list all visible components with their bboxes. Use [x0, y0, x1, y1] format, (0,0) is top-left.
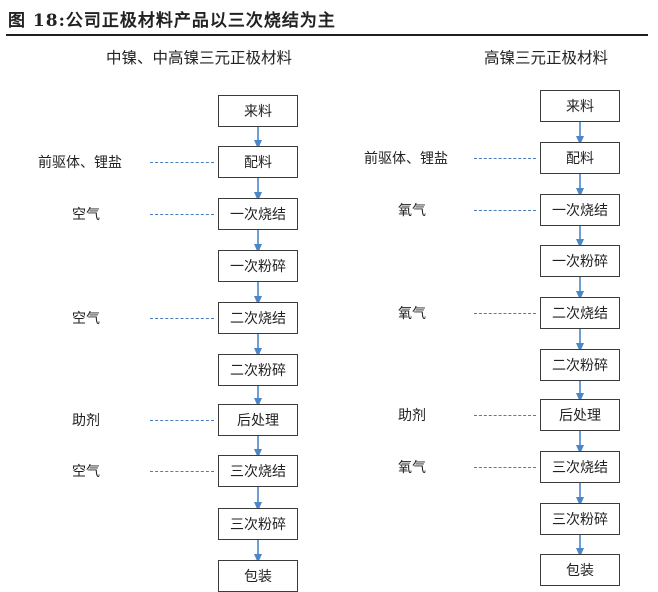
left-input-label: 空气: [72, 207, 100, 223]
right-input-label: 氧气: [398, 306, 426, 322]
left-step-box: 二次粉碎: [218, 354, 298, 386]
right-step-box: 包装: [540, 554, 620, 586]
right-step-box: 二次烧结: [540, 297, 620, 329]
right-input-connector: [474, 158, 536, 159]
left-column-title: 中镍、中高镍三元正极材料: [106, 49, 293, 67]
left-step-box: 一次粉碎: [218, 250, 298, 282]
right-step-box: 三次粉碎: [540, 503, 620, 535]
right-input-connector: [474, 467, 536, 468]
left-step-box: 配料: [218, 146, 298, 178]
left-input-connector: [150, 318, 214, 319]
right-step-box: 一次粉碎: [540, 245, 620, 277]
left-input-connector: [150, 471, 214, 472]
left-input-label: 助剂: [72, 413, 100, 429]
left-step-box: 二次烧结: [218, 302, 298, 334]
right-column-title: 高镍三元正极材料: [484, 49, 609, 67]
right-input-connector: [474, 313, 536, 314]
title-rule: [6, 34, 648, 36]
left-input-label: 空气: [72, 464, 100, 480]
right-step-box: 二次粉碎: [540, 349, 620, 381]
right-input-label: 氧气: [398, 203, 426, 219]
right-input-connector: [474, 415, 536, 416]
left-step-box: 后处理: [218, 404, 298, 436]
left-step-box: 三次粉碎: [218, 508, 298, 540]
left-input-connector: [150, 162, 214, 163]
left-input-connector: [150, 420, 214, 421]
right-input-connector: [474, 210, 536, 211]
right-input-label: 氧气: [398, 460, 426, 476]
right-step-box: 一次烧结: [540, 194, 620, 226]
right-input-label: 前驱体、锂盐: [364, 151, 448, 167]
right-step-box: 后处理: [540, 399, 620, 431]
left-input-connector: [150, 214, 214, 215]
right-step-box: 三次烧结: [540, 451, 620, 483]
figure-title: 图 18:公司正极材料产品以三次烧结为主: [8, 11, 336, 31]
right-step-box: 配料: [540, 142, 620, 174]
left-step-box: 包装: [218, 560, 298, 592]
left-step-box: 一次烧结: [218, 198, 298, 230]
left-input-label: 前驱体、锂盐: [38, 155, 122, 171]
right-input-label: 助剂: [398, 408, 426, 424]
left-input-label: 空气: [72, 311, 100, 327]
right-step-box: 来料: [540, 90, 620, 122]
left-step-box: 三次烧结: [218, 455, 298, 487]
left-step-box: 来料: [218, 95, 298, 127]
